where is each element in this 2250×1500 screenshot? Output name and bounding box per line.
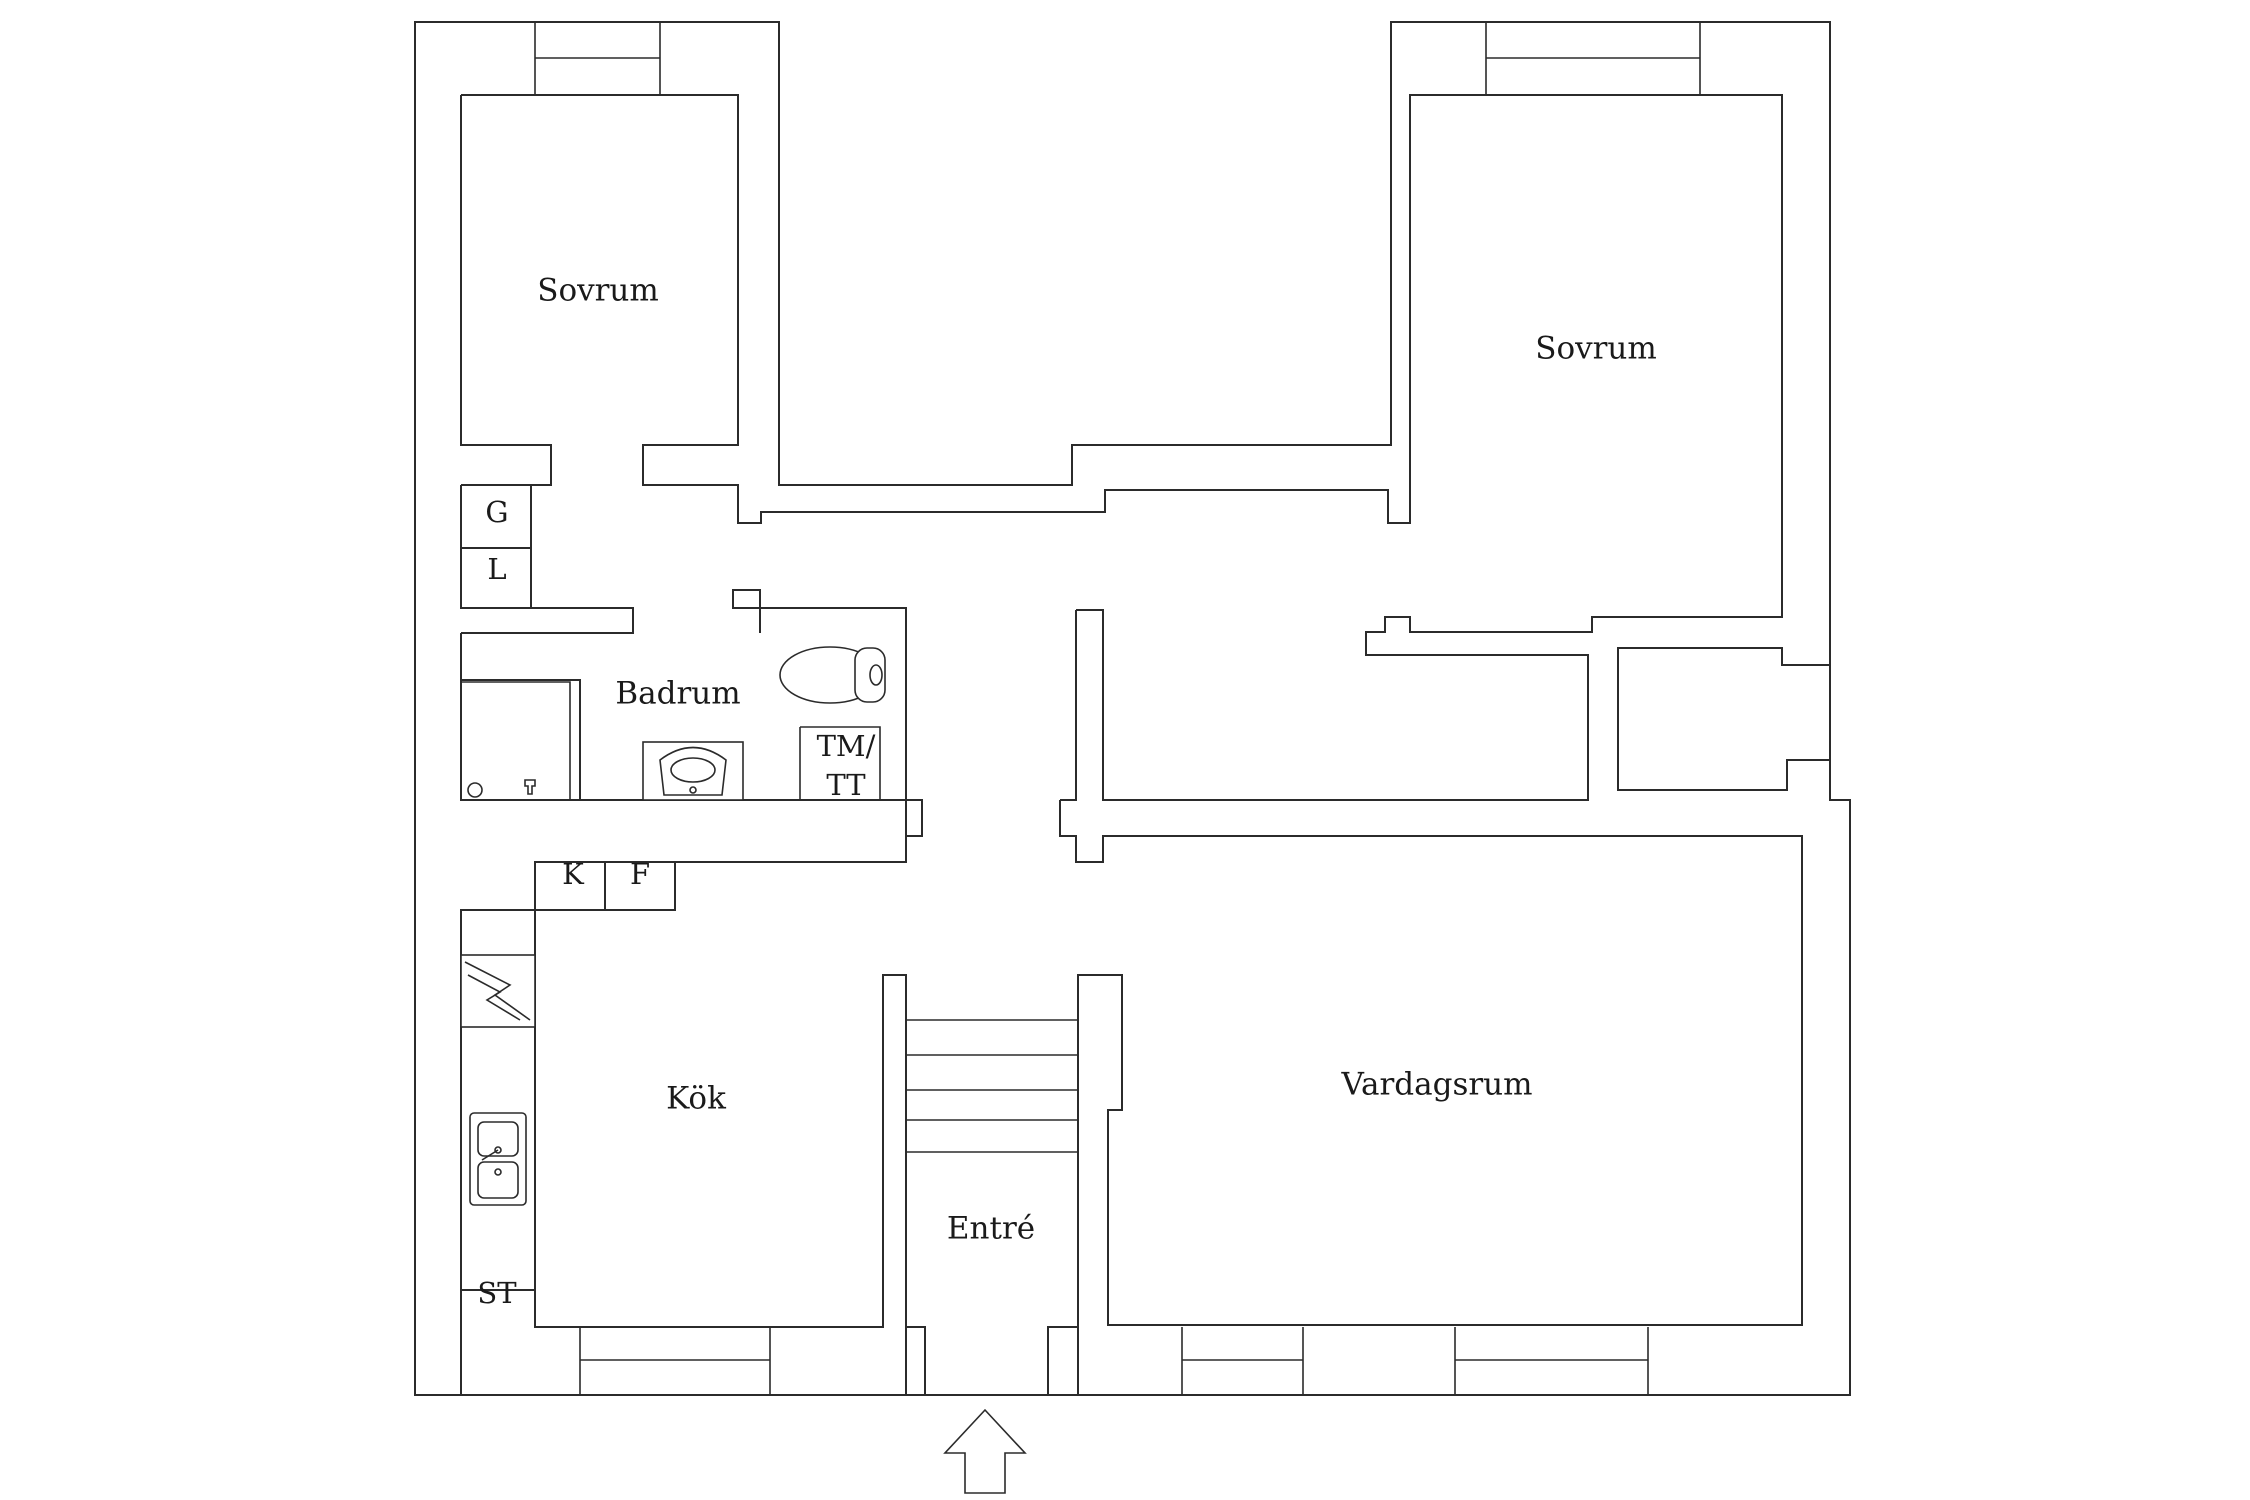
room-label-entre: Entré xyxy=(947,1211,1035,1247)
sink-icon xyxy=(642,741,744,801)
closet-label-tt: TT xyxy=(826,768,866,802)
exterior-walls xyxy=(414,21,1851,1396)
closet-label-k: K xyxy=(562,857,585,891)
shower-icon xyxy=(461,681,571,800)
windows xyxy=(534,22,1701,1395)
closet-label-l: L xyxy=(487,552,506,586)
closet-label-f: F xyxy=(630,857,650,891)
toilet-icon xyxy=(779,646,886,704)
up-arrow-icon xyxy=(943,1408,1027,1494)
entrance-stairs xyxy=(906,1019,1078,1153)
room-label-sovrum-left: Sovrum xyxy=(537,273,659,309)
closet-label-st: ST xyxy=(477,1276,517,1310)
room-label-sovrum-right: Sovrum xyxy=(1535,331,1657,367)
closet-label-tm: TM/ xyxy=(817,729,876,763)
room-label-badrum: Badrum xyxy=(615,676,740,712)
room-label-kok: Kök xyxy=(666,1081,726,1117)
stove-icon xyxy=(460,954,536,1028)
closet-label-g: G xyxy=(485,495,508,529)
double-sink-icon xyxy=(469,1112,527,1206)
room-label-vardagsrum: Vardagsrum xyxy=(1340,1067,1532,1103)
tm-tt-closet xyxy=(799,726,881,800)
